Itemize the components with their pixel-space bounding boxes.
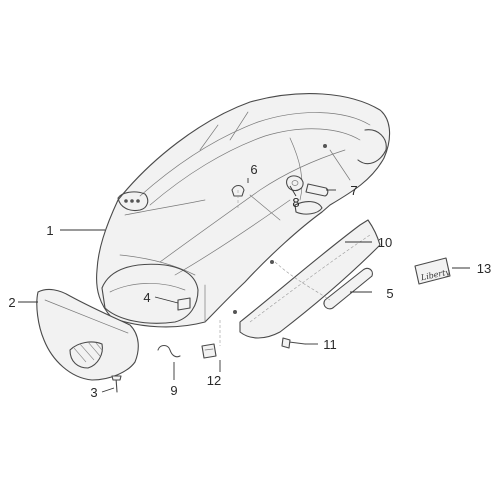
callout-4: 4 (143, 290, 150, 305)
body-shell (96, 93, 391, 328)
lower-cover (36, 288, 139, 381)
part-10 (239, 219, 381, 339)
part-7 (305, 183, 329, 197)
callout-5: 5 (386, 286, 393, 301)
callout-10: 10 (378, 235, 392, 250)
part-4 (177, 297, 191, 311)
assembly-lines (219, 190, 331, 346)
callout-9: 9 (170, 383, 177, 398)
screw-11 (281, 337, 306, 349)
callout-12: 12 (207, 373, 221, 388)
logo-badge: Liberty (414, 257, 451, 285)
part-9 (157, 344, 181, 358)
callout-labels: 1 2 3 4 5 6 7 8 9 10 11 12 13 (8, 162, 491, 400)
part-12 (201, 343, 217, 359)
callout-13: 13 (477, 261, 491, 276)
callout-8: 8 (292, 195, 299, 210)
callout-3: 3 (90, 385, 97, 400)
callout-2: 2 (8, 295, 15, 310)
part-8 (286, 175, 304, 192)
callout-7: 7 (350, 183, 357, 198)
callout-11: 11 (323, 337, 337, 352)
callout-1: 1 (46, 223, 53, 238)
callout-6: 6 (250, 162, 257, 177)
screw-3 (111, 375, 122, 393)
part-5 (323, 267, 373, 310)
callout-leaders (18, 178, 470, 393)
